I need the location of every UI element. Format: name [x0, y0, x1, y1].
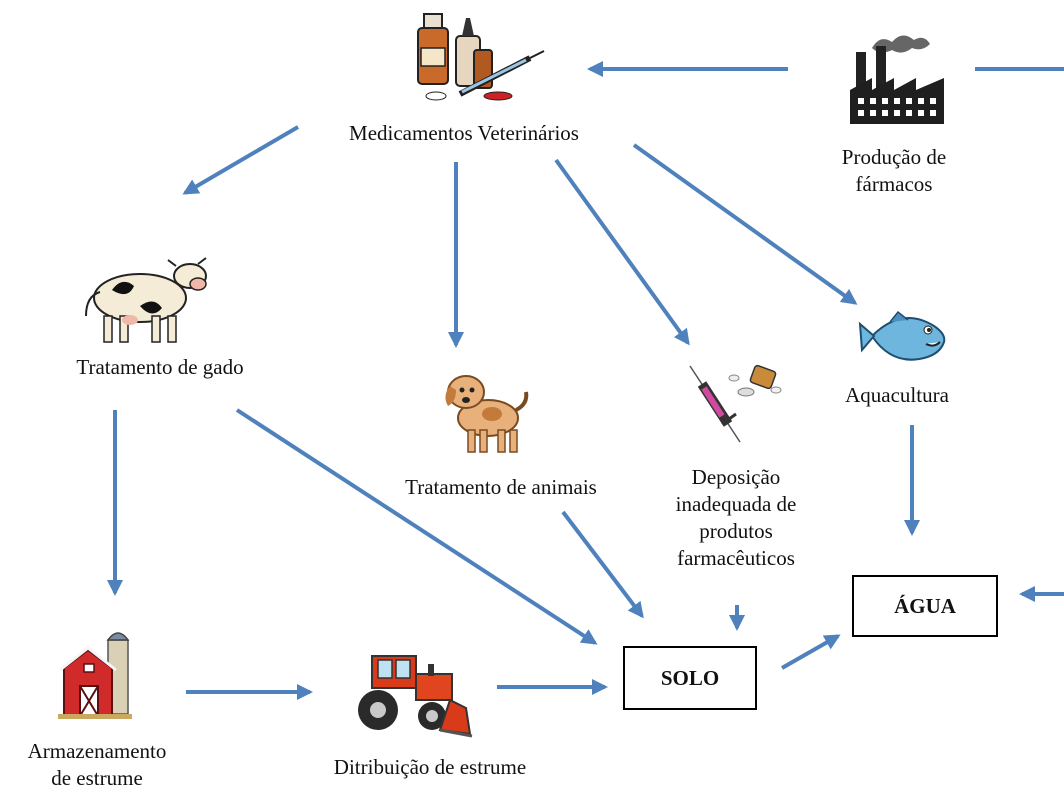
node-improper-disposal-line2: inadequada de — [675, 492, 797, 516]
node-aquaculture: Aquacultura — [845, 383, 949, 407]
node-manure-storage-line2: de estrume — [51, 766, 143, 790]
barn-silo-icon — [58, 632, 132, 719]
node-livestock-treatment: Tratamento de gado — [76, 355, 244, 379]
cow-icon — [85, 257, 207, 343]
arrow-soil-to-water — [781, 634, 841, 670]
fish-icon — [858, 310, 946, 361]
tractor-icon — [358, 655, 473, 738]
node-improper-disposal-line4: farmacêuticos — [677, 546, 795, 570]
arrow-livestock-to-soil — [235, 408, 598, 645]
node-improper-disposal-line1: Deposição — [691, 465, 781, 489]
node-soil-box: SOLO — [623, 646, 757, 710]
node-improper-disposal: Deposição inadequada de produtos farmacê… — [646, 464, 826, 572]
node-soil-label: SOLO — [660, 665, 720, 690]
node-vet-medicines: Medicamentos Veterinários — [349, 121, 579, 145]
node-water-box: ÁGUA — [852, 575, 998, 637]
dog-icon — [445, 375, 529, 453]
node-manure-storage-line1: Armazenamento — [27, 739, 167, 763]
node-manure-storage: Armazenamento de estrume — [0, 738, 194, 792]
arrow-meds-to-livestock — [182, 125, 300, 195]
syringe-pills-icon — [689, 364, 782, 443]
arrow-meds-to-aquaculture — [632, 143, 858, 305]
node-animal-treatment: Tratamento de animais — [405, 475, 597, 499]
node-manure-distribution: Ditribuição de estrume — [333, 755, 527, 779]
node-water-label: ÁGUA — [894, 593, 956, 618]
arrow-meds-to-disposal — [554, 158, 690, 346]
factory-icon — [850, 35, 944, 124]
medicine-bottles-syringe-icon — [417, 13, 545, 101]
node-improper-disposal-line3: produtos — [699, 519, 773, 543]
node-pharma-production-line1: Produção de — [841, 145, 947, 169]
arrow-animals-to-soil — [561, 510, 644, 619]
node-pharma-production: Produção de fármacos — [806, 144, 982, 198]
node-pharma-production-line2: fármacos — [855, 172, 933, 196]
